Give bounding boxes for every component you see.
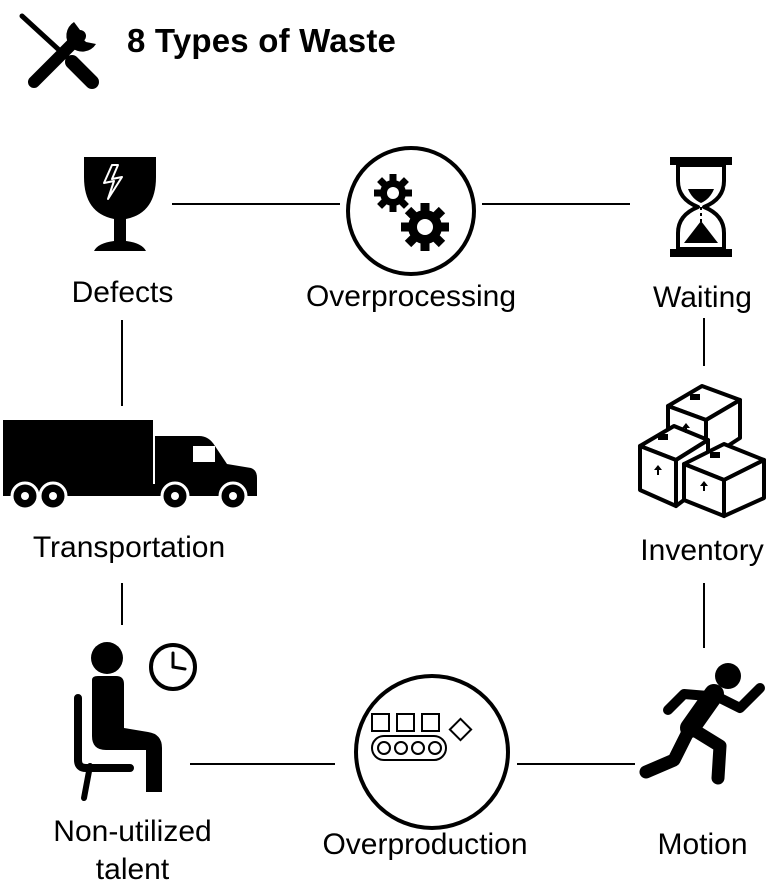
gears-icon xyxy=(346,146,476,276)
connector-inventory-motion xyxy=(703,583,705,648)
seated-person-clock-icon xyxy=(74,642,197,801)
label-non-utilized-talent-line1: Non-utilized xyxy=(53,815,212,848)
tools-icon xyxy=(19,13,99,89)
label-overproduction: Overproduction xyxy=(322,828,528,861)
hourglass-icon xyxy=(670,157,732,257)
label-inventory: Inventory xyxy=(640,534,764,567)
broken-glass-icon xyxy=(84,157,156,251)
boxes-icon xyxy=(638,384,766,518)
label-non-utilized-talent-line2: talent xyxy=(95,853,170,886)
connector-overproduction-talent xyxy=(190,763,335,765)
connector-talent-transportation xyxy=(121,583,123,625)
connector-waiting-inventory xyxy=(703,318,705,366)
label-motion: Motion xyxy=(657,828,748,861)
label-overprocessing: Overprocessing xyxy=(305,280,517,313)
truck-icon xyxy=(3,420,257,511)
running-person-icon xyxy=(639,663,765,785)
conveyor-belt-icon xyxy=(354,674,510,830)
connector-transportation-defects xyxy=(121,320,123,406)
connector-overprocessing-waiting xyxy=(482,203,630,205)
connector-defects-overprocessing xyxy=(172,203,340,205)
label-defects: Defects xyxy=(71,276,174,309)
label-waiting: Waiting xyxy=(653,281,752,314)
connector-motion-overproduction xyxy=(517,763,635,765)
page-title: 8 Types of Waste xyxy=(127,22,397,59)
label-transportation: Transportation xyxy=(32,531,226,564)
